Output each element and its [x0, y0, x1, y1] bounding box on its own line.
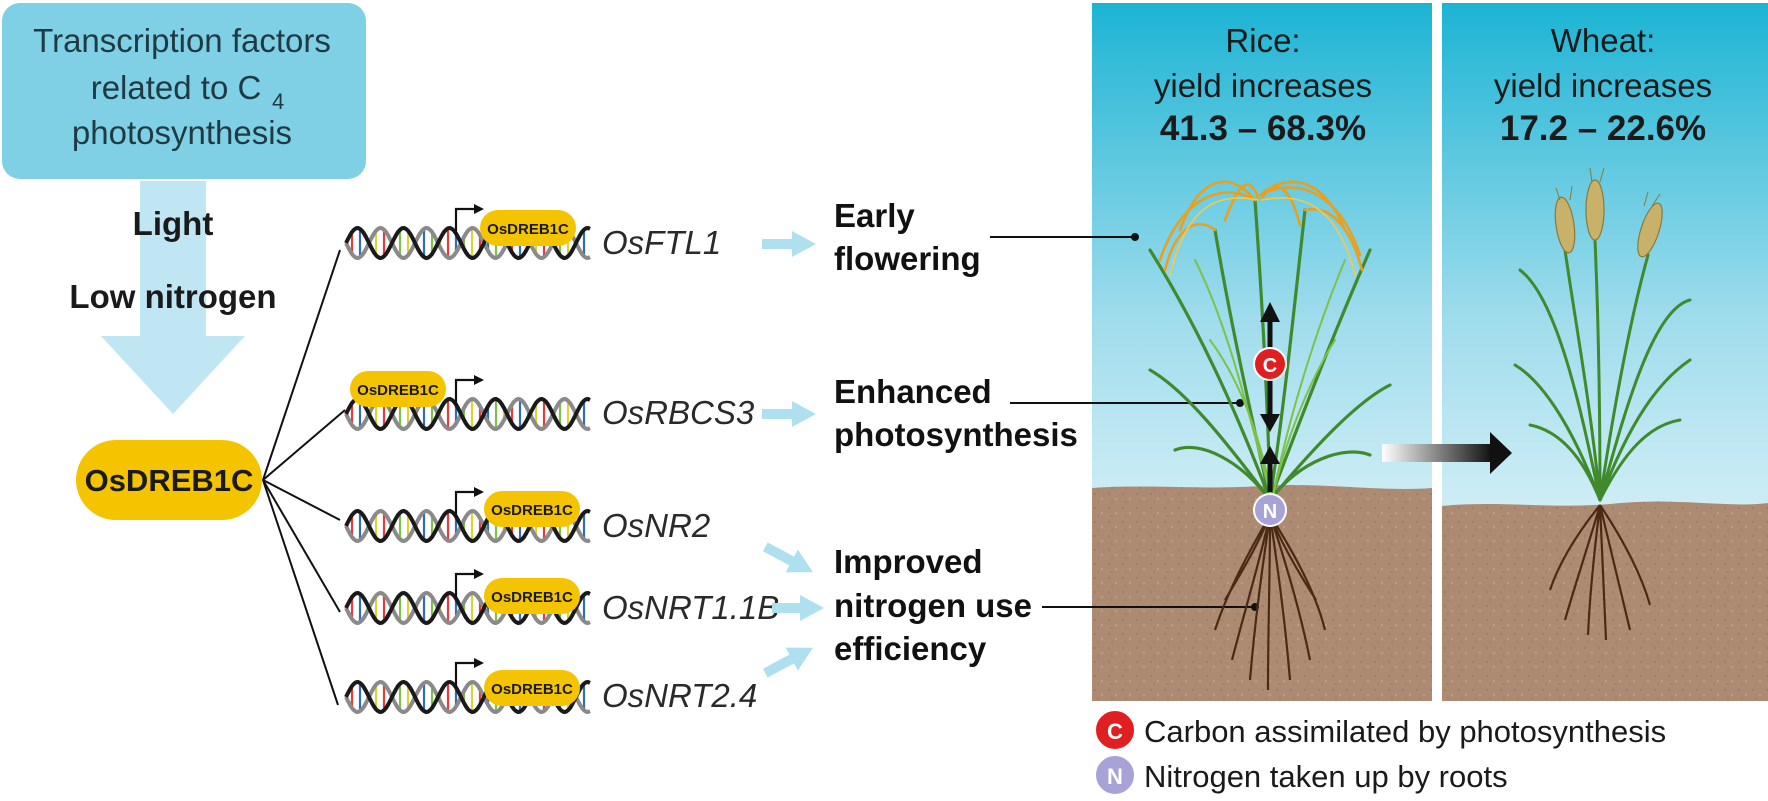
induction-arrow	[101, 181, 245, 414]
promoter-arrow-head	[474, 658, 484, 668]
wheat-title: Wheat:	[1551, 22, 1656, 59]
gene-osnrt2-4: OsNRT2.4	[602, 677, 757, 714]
osdreb1c-binding-label: OsDREB1C	[491, 502, 573, 519]
osdreb1c-binding-site: OsDREB1C	[484, 491, 580, 527]
osdreb1c-binding-site: OsDREB1C	[484, 670, 580, 706]
tf-box-line1: Transcription factors	[33, 22, 331, 59]
legend-nitrogen-icon: N	[1107, 764, 1123, 789]
osdreb1c-binding-label: OsDREB1C	[487, 221, 569, 238]
dna-helix: OsDREB1C	[344, 658, 591, 715]
gene-osrbcs3: OsRBCS3	[602, 394, 755, 431]
promoter-arrow	[454, 661, 476, 689]
osdreb1c-binding-site: OsDREB1C	[484, 578, 580, 614]
osdreb1c-binding-site: OsDREB1C	[480, 210, 576, 246]
arrow-nrt24	[762, 647, 813, 678]
promoter-arrow-head	[474, 487, 484, 497]
effect-n-line2: nitrogen use	[834, 587, 1032, 624]
promoter-arrow	[454, 378, 476, 406]
osdreb1c-binding-label: OsDREB1C	[491, 589, 573, 606]
wheat-subtitle: yield increases	[1494, 67, 1712, 104]
osdreb1c-label: OsDREB1C	[85, 463, 254, 498]
legend-carbon: C Carbon assimilated by photosynthesis	[1094, 709, 1666, 751]
rice-plant: C N	[1148, 180, 1392, 691]
tf-box-line3: photosynthesis	[72, 114, 292, 151]
effect-photo-line2: photosynthesis	[834, 416, 1078, 453]
dna-helix: OsDREB1C	[344, 371, 591, 432]
condition-light: Light	[133, 205, 214, 242]
transfer-arrow	[1382, 432, 1512, 474]
promoter-arrow-head	[474, 375, 484, 385]
dna-strand	[344, 225, 591, 261]
effect-early-line2: flowering	[834, 240, 981, 277]
wheat-yield: 17.2 – 22.6%	[1500, 109, 1706, 148]
svg-text:C: C	[1263, 355, 1277, 377]
dna-helix: OsDREB1C	[344, 569, 591, 626]
dna-strand	[344, 508, 591, 544]
svg-text:N: N	[1263, 501, 1277, 523]
nitrogen-marker: N	[1253, 493, 1287, 527]
osdreb1c-binding-label: OsDREB1C	[357, 382, 439, 399]
arrow-photo	[762, 401, 816, 427]
gene-labels: OsFTL1 OsRBCS3 OsNR2 OsNRT1.1B OsNRT2.4	[602, 224, 779, 714]
condition-low-nitrogen: Low nitrogen	[69, 278, 276, 315]
promoter-arrow	[454, 572, 476, 600]
gene-osnrt1-1b: OsNRT1.1B	[602, 589, 779, 626]
effect-arrows	[762, 231, 824, 678]
legend-nitrogen-label: Nitrogen taken up by roots	[1144, 759, 1508, 794]
gene-osnr2: OsNR2	[602, 507, 710, 544]
effect-photo-line1: Enhanced	[834, 373, 992, 410]
dna-helix: OsDREB1C	[344, 204, 591, 261]
effect-n-line3: efficiency	[834, 630, 987, 667]
tf-box-line2: related to C	[91, 69, 262, 106]
carbon-marker: C	[1253, 347, 1287, 381]
dna-strand	[344, 590, 591, 626]
legend: C Carbon assimilated by photosynthesis N…	[1094, 709, 1666, 796]
legend-carbon-label: Carbon assimilated by photosynthesis	[1144, 714, 1666, 749]
tf-box: Transcription factors related to C 4 pho…	[2, 3, 366, 179]
effect-n-line1: Improved	[834, 543, 983, 580]
promoter-arrow	[454, 490, 476, 518]
rice-panel	[1092, 3, 1432, 701]
dna-helix: OsDREB1C	[344, 487, 591, 544]
rice-subtitle: yield increases	[1154, 67, 1372, 104]
legend-carbon-icon: C	[1107, 719, 1123, 744]
arrow-early	[762, 231, 816, 257]
promoter-arrow-head	[474, 569, 484, 579]
tf-box-subscript: 4	[272, 89, 284, 114]
legend-nitrogen: N Nitrogen taken up by roots	[1094, 754, 1508, 796]
arrow-nr2	[762, 542, 813, 573]
effect-early-line1: Early	[834, 197, 915, 234]
osdreb1c-factor: OsDREB1C	[76, 440, 262, 520]
arrow-nrt11b	[772, 595, 824, 621]
promoter-arrow-head	[474, 204, 484, 214]
regulation-lines	[262, 249, 346, 706]
gene-osftl1: OsFTL1	[602, 224, 721, 261]
osdreb1c-binding-label: OsDREB1C	[491, 681, 573, 698]
rice-yield: 41.3 – 68.3%	[1160, 109, 1366, 148]
osdreb1c-binding-site: OsDREB1C	[350, 371, 446, 407]
rice-title: Rice:	[1225, 22, 1300, 59]
dna-strand	[344, 396, 591, 432]
promoter-arrow	[454, 207, 476, 235]
wheat-plant	[1513, 167, 1692, 641]
